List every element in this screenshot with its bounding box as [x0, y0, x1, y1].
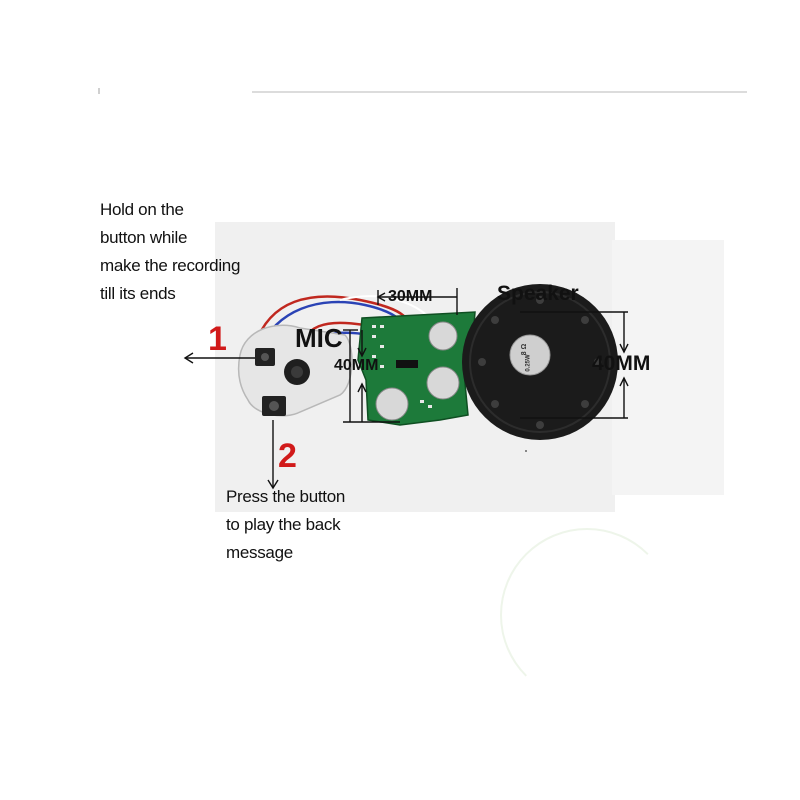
faint-circle-artifact: [500, 528, 674, 702]
record-instruction-line: make the recording: [100, 256, 241, 275]
callout-number-2: 2: [278, 437, 297, 475]
photo-background-right: [612, 240, 724, 495]
record-instruction-line: Hold on the: [100, 200, 184, 219]
dimension-lines: [183, 288, 629, 490]
pcb-board: [357, 311, 476, 426]
battery-cell: [426, 366, 460, 400]
battery-cell: [375, 387, 409, 421]
speaker-diameter-label: 40MM: [592, 352, 651, 375]
record-instruction-line: button while: [100, 228, 188, 247]
board-height-label: 40MM: [334, 357, 379, 374]
record-instruction: Hold on the button while make the record…: [100, 196, 240, 308]
button-board: [237, 324, 353, 417]
mic-label: MIC: [295, 323, 343, 353]
callout-number-1: 1: [208, 320, 227, 358]
play-instruction-line: to play the back: [226, 515, 341, 534]
top-divider-tick: [98, 88, 100, 94]
play-instruction-line: message: [226, 543, 293, 562]
board-width-label: 30MM: [388, 288, 433, 305]
speaker-marking: 0.25W: [525, 354, 532, 372]
play-instruction-line: Press the button: [226, 487, 345, 506]
battery-cell: [428, 321, 458, 351]
speaker-label: Speaker: [497, 282, 579, 305]
play-instruction: Press the button to play the back messag…: [226, 483, 345, 567]
top-divider: [252, 91, 747, 93]
speaker: [462, 284, 618, 440]
record-instruction-line: till its ends: [100, 284, 176, 303]
